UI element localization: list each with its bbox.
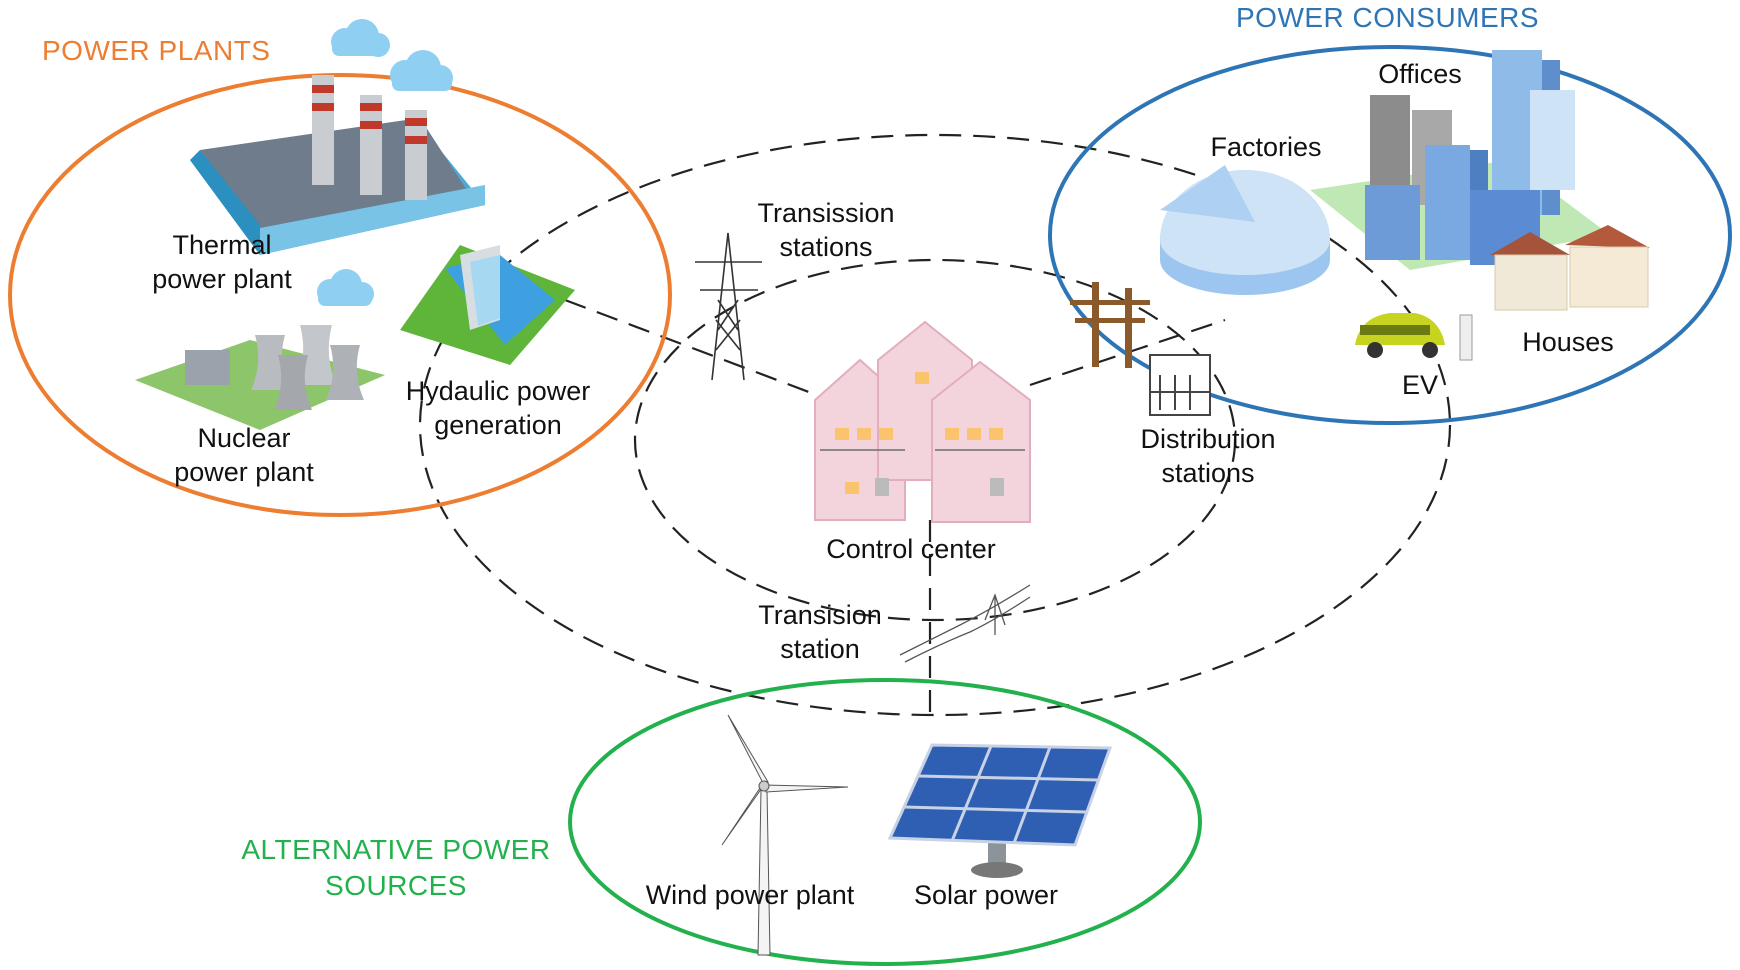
power-plants-ring bbox=[8, 73, 672, 517]
transmission-stations-label-line1: Transission bbox=[757, 198, 895, 228]
transmission-stations-label-line2: stations bbox=[779, 232, 873, 262]
power-consumers-title: POWER CONSUMERS bbox=[1236, 2, 1540, 33]
alternative-sources-ring bbox=[568, 678, 1202, 966]
control-center-label: Control center bbox=[826, 534, 996, 564]
factory-icon bbox=[1160, 165, 1330, 295]
transmission-station-label-line2: station bbox=[780, 634, 860, 664]
ev-label: EV bbox=[1401, 370, 1439, 400]
factories-label: Factories bbox=[1210, 132, 1322, 162]
control-center-building-icon bbox=[814, 320, 1031, 523]
distribution-stations-label-line2: stations bbox=[1161, 458, 1255, 488]
cloud-icon bbox=[317, 19, 453, 306]
hydro-label-line1: Hydaulic power bbox=[405, 376, 591, 406]
thermal-plant-label-line2: power plant bbox=[152, 264, 292, 294]
ev-car-icon bbox=[1355, 313, 1473, 361]
distribution-pole-icon bbox=[1070, 282, 1211, 416]
power-plants-title: POWER PLANTS bbox=[42, 35, 271, 66]
house-icon bbox=[1490, 225, 1650, 311]
nuclear-plant-icon bbox=[135, 325, 385, 430]
nuclear-plant-label: Nuclear power plant bbox=[174, 421, 314, 489]
wind-turbine-icon bbox=[721, 714, 849, 956]
nuclear-plant-label-line1: Nuclear bbox=[197, 423, 291, 453]
solar-panel-icon bbox=[887, 743, 1113, 878]
nuclear-plant-label-line2: power plant bbox=[174, 457, 314, 487]
alternative-sources-title-line1: ALTERNATIVE POWER bbox=[241, 834, 551, 865]
distribution-stations-label-line1: Distribution bbox=[1140, 424, 1276, 454]
offices-label: Offices bbox=[1378, 59, 1462, 89]
alternative-sources-title: ALTERNATIVE POWER SOURCES bbox=[236, 832, 556, 904]
inner-dashed-ring bbox=[633, 258, 1237, 622]
alternative-sources-title-line2: SOURCES bbox=[325, 870, 467, 901]
transmission-tower-icon bbox=[695, 232, 762, 381]
thermal-plant-icon bbox=[190, 75, 485, 255]
thermal-plant-label-line1: Thermal bbox=[172, 230, 272, 260]
hydro-label: Hydaulic power generation bbox=[406, 374, 591, 442]
outer-dashed-ring bbox=[418, 133, 1452, 717]
link-plants-control bbox=[564, 298, 831, 402]
wind-plant-label: Wind power plant bbox=[645, 880, 855, 910]
power-consumers-ring bbox=[1048, 45, 1732, 425]
transmission-station-label: Transision station bbox=[758, 598, 882, 666]
distribution-stations-label: Distribution stations bbox=[1140, 422, 1275, 490]
hydro-label-line2: generation bbox=[434, 410, 562, 440]
hydro-dam-icon bbox=[400, 245, 575, 365]
transmission-stations-label: Transission stations bbox=[757, 196, 894, 264]
houses-label: Houses bbox=[1522, 327, 1614, 357]
transmission-lines-icon bbox=[899, 584, 1031, 663]
thermal-plant-label: Thermal power plant bbox=[152, 228, 292, 296]
solar-power-label: Solar power bbox=[913, 880, 1059, 910]
transmission-station-label-line1: Transision bbox=[758, 600, 882, 630]
